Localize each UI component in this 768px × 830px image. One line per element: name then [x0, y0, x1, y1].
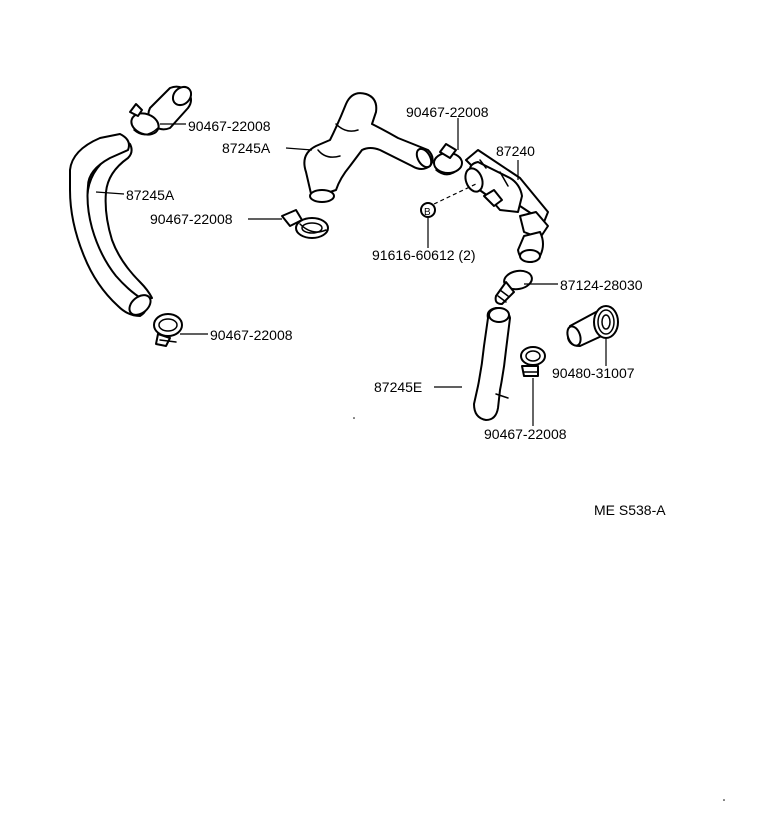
hose-clamp-top-left	[129, 103, 160, 136]
label-clamp-left-low: 90467-22008	[210, 327, 293, 343]
water-valve-87240	[464, 149, 549, 263]
grommet-90480	[566, 305, 619, 347]
label-clamp-top-left: 90467-22008	[188, 118, 271, 134]
label-hose-upper: 87245A	[222, 140, 271, 156]
elbow-87124	[494, 269, 533, 305]
label-grommet: 90480-31007	[552, 365, 635, 381]
label-hose-left: 87245A	[126, 187, 175, 203]
diagram-reference: ME S538-A	[594, 502, 666, 518]
bolt-marker: B	[420, 183, 477, 248]
label-clamp-top-center: 90467-22008	[406, 104, 489, 120]
label-clamp-left-mid: 90467-22008	[150, 211, 233, 227]
label-clamp-lower: 90467-22008	[484, 426, 567, 442]
hose-clamp-left-low	[153, 313, 183, 347]
leader-lines	[95, 118, 607, 426]
bolt-marker-letter: B	[424, 207, 431, 218]
label-valve: 87240	[496, 143, 535, 159]
hose-upper-87245A	[303, 92, 434, 203]
hose-lower-87245E	[473, 307, 511, 421]
label-elbow: 87124-28030	[560, 277, 643, 293]
label-bolt: 91616-60612 (2)	[372, 247, 476, 263]
hose-clamp-top-center	[433, 143, 463, 176]
hose-left-87245A	[69, 133, 153, 317]
hose-clamp-lower	[520, 346, 546, 377]
label-hose-lower: 87245E	[374, 379, 422, 395]
hose-clamp-left-mid	[281, 209, 329, 239]
